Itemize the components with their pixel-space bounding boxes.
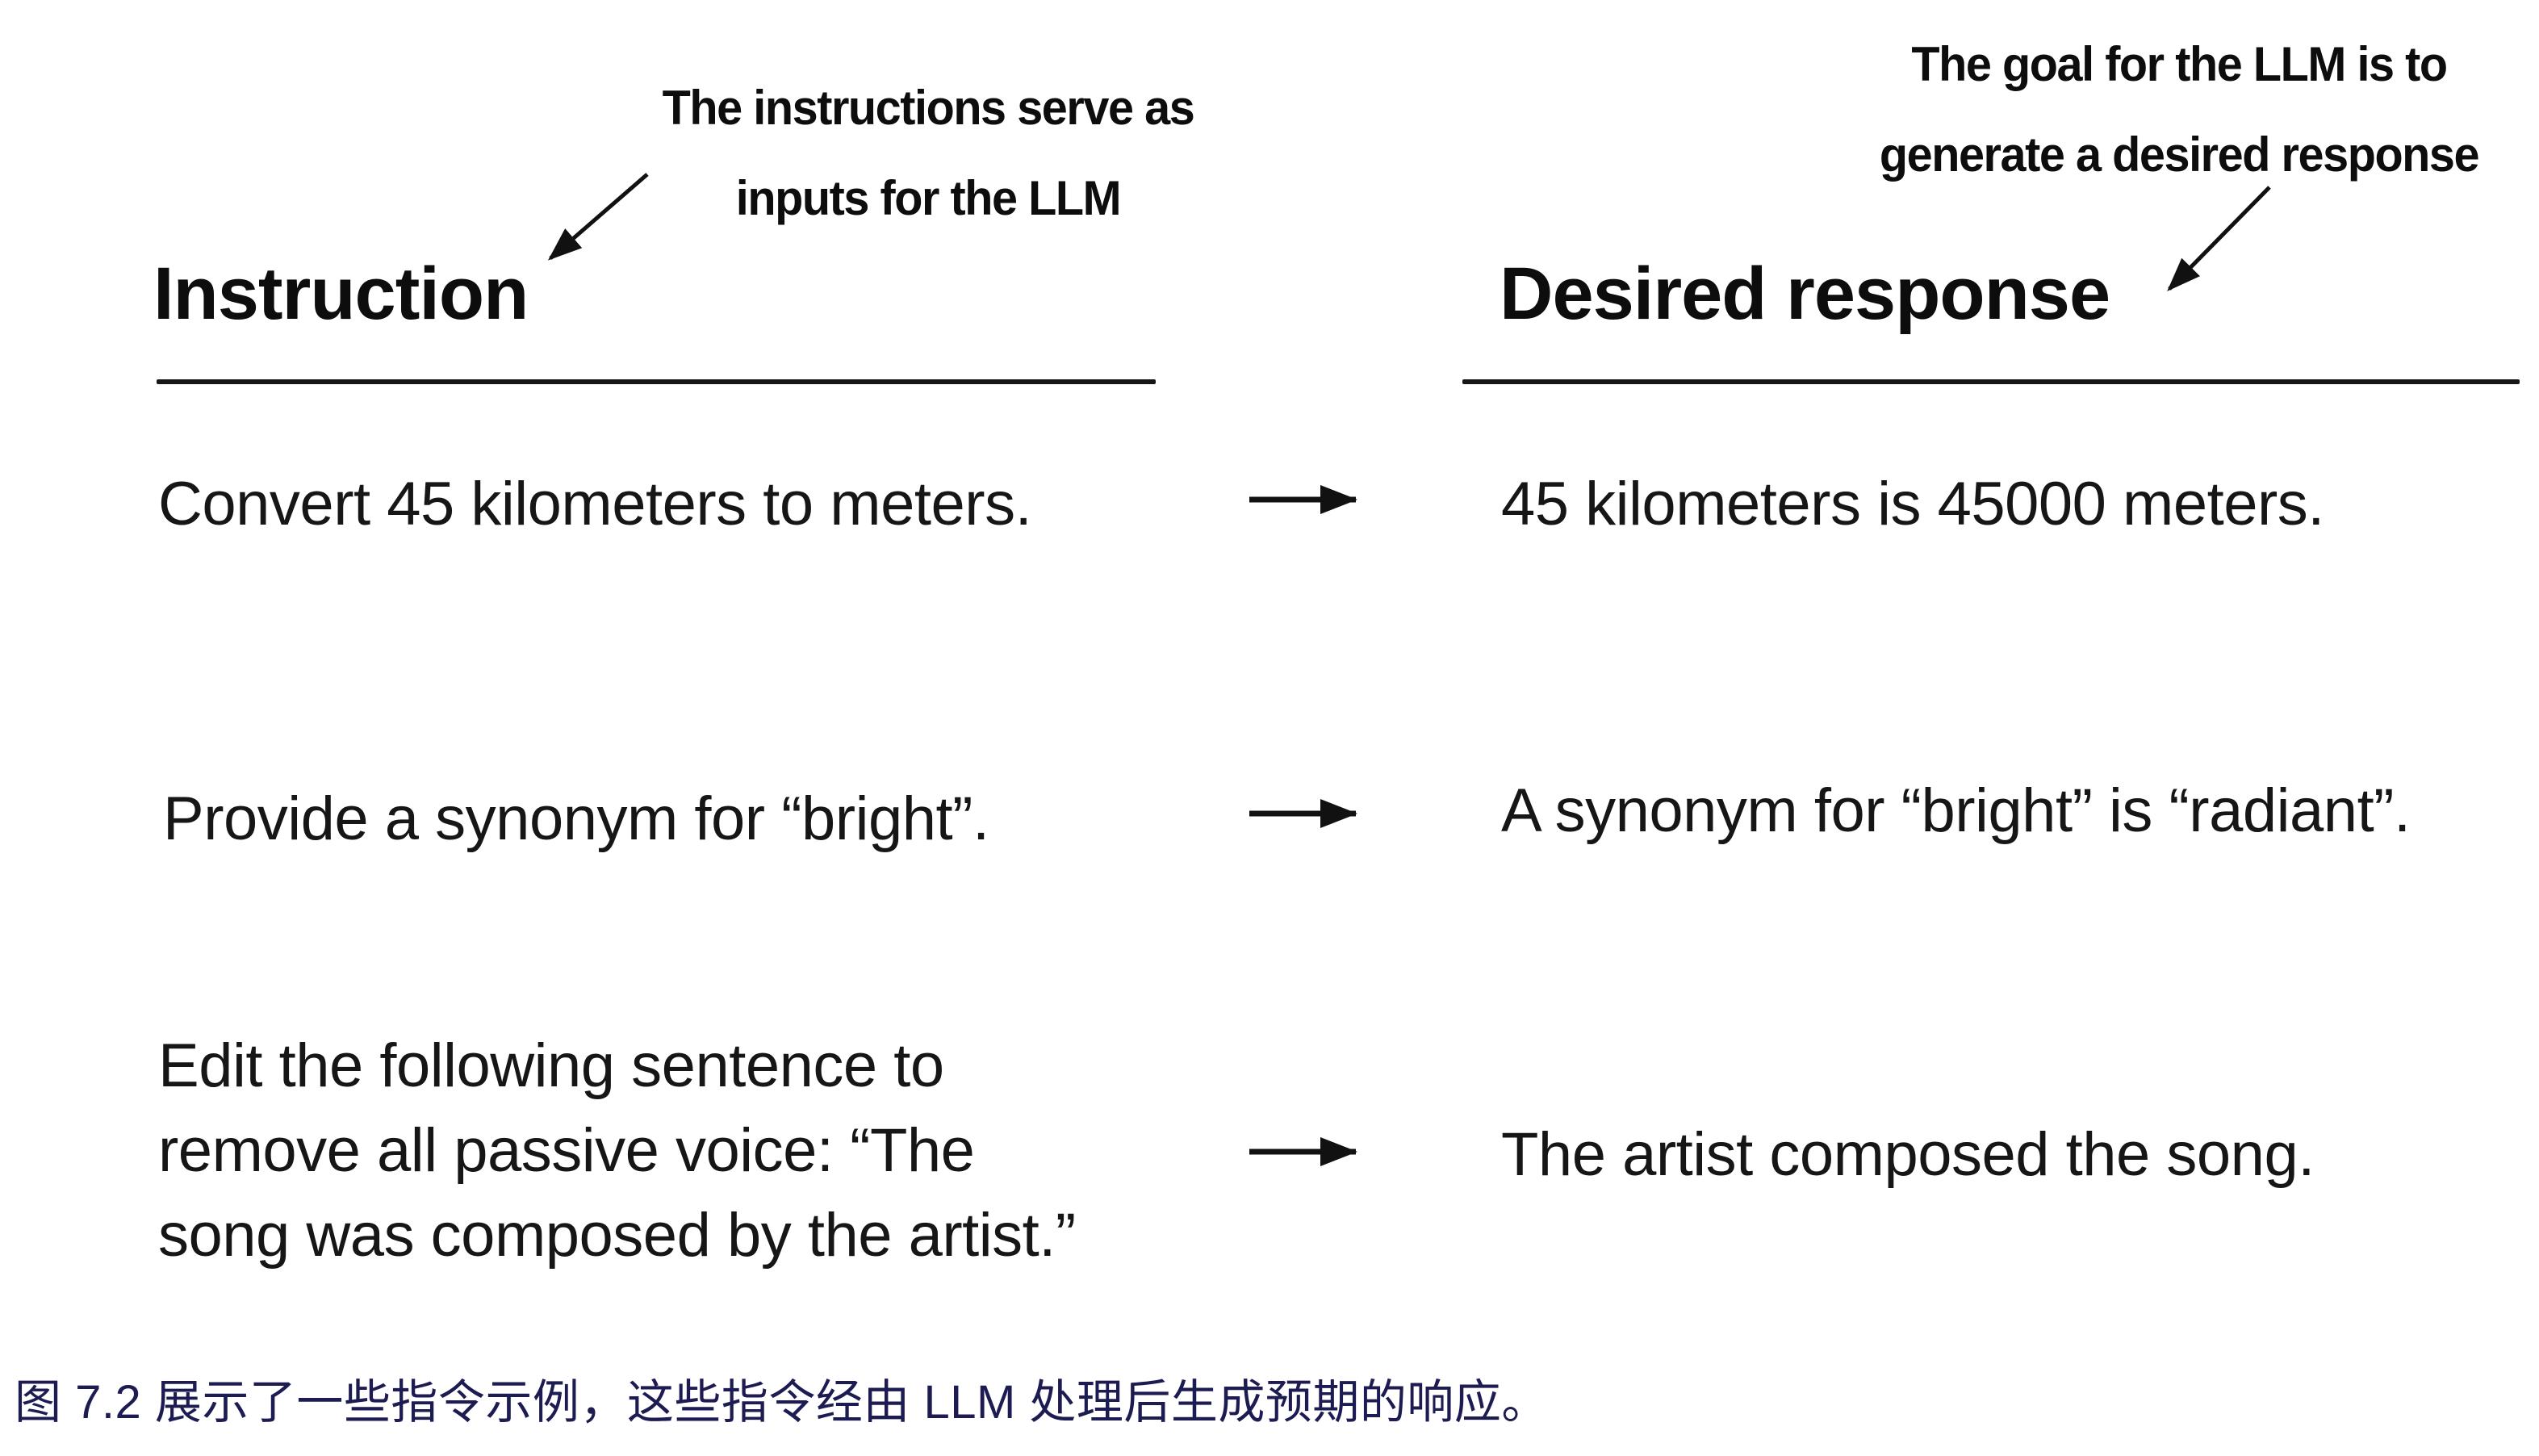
column-header-instruction: Instruction (153, 253, 529, 335)
row-2-response: A synonym for “bright” is “radiant”. (1501, 776, 2411, 845)
figure-caption: 图 7.2 展示了一些指令示例，这些指令经由 LLM 处理后生成预期的响应。 (15, 1376, 1549, 1429)
annotation-goal-line2: generate a desired response (1879, 128, 2480, 182)
annotation-goal-note: The goal for the LLM is to generate a de… (1815, 19, 2539, 200)
row-3-response: The artist composed the song. (1501, 1120, 2315, 1189)
column-header-desired-response: Desired response (1500, 253, 2110, 335)
annotation-goal-line1: The goal for the LLM is to (1911, 37, 2448, 91)
annotation-instructions-note: The instructions serve as inputs for the… (545, 63, 1311, 244)
row-2-instruction: Provide a synonym for “bright”. (163, 784, 989, 853)
row-3-instruction-line3: song was composed by the artist.” (158, 1201, 1076, 1270)
instruction-column-divider (157, 379, 1156, 384)
annotation-instructions-line1: The instructions serve as (662, 81, 1195, 135)
row-1-response: 45 kilometers is 45000 meters. (1501, 470, 2324, 538)
annotation-arrow-to-response (2167, 186, 2271, 291)
row-1-instruction: Convert 45 kilometers to meters. (158, 470, 1032, 538)
row-3-instruction-line2: remove all passive voice: “The (158, 1116, 975, 1185)
row-3-instruction-line1: Edit the following sentence to (158, 1031, 944, 1100)
annotation-instructions-line2: inputs for the LLM (735, 171, 1122, 225)
response-column-divider (1462, 379, 2520, 384)
row-3-instruction: Edit the following sentence to remove al… (158, 1023, 1175, 1278)
